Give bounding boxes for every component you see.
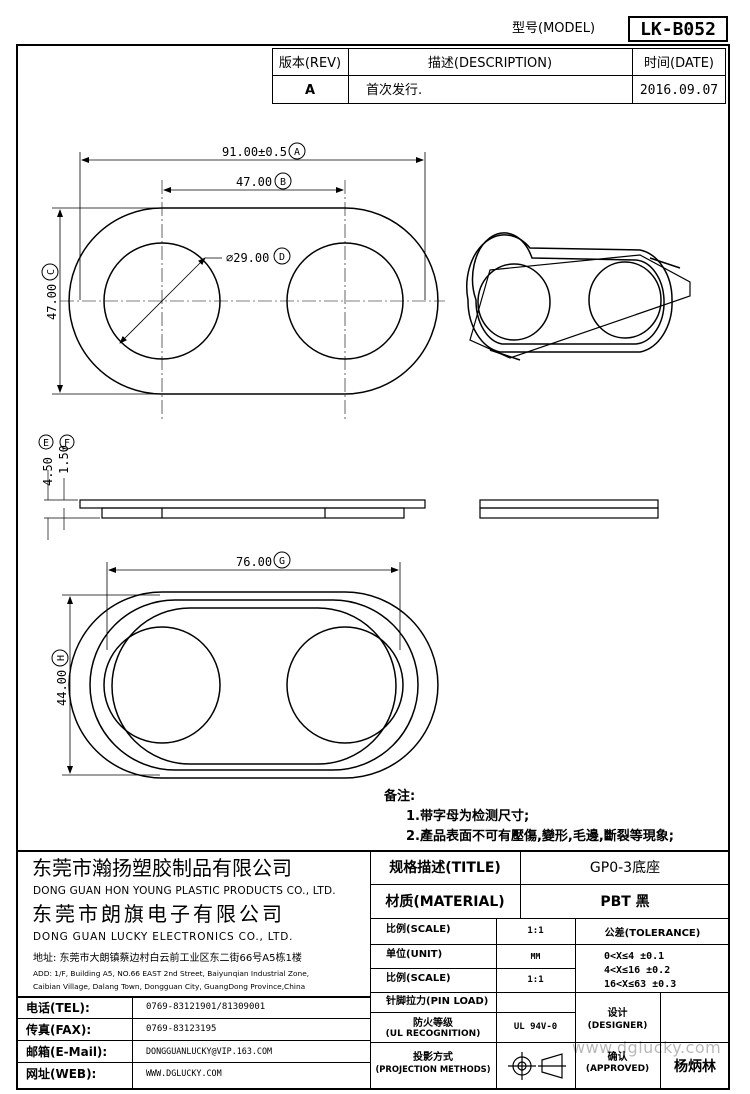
contact-hline-2 [16, 1040, 370, 1041]
contact-hline-1 [16, 1018, 370, 1019]
fax-value: 0769-83123195 [146, 1024, 217, 1034]
company-address-en-2: Caibian Village, Dalang Town, Dongguan C… [33, 982, 306, 991]
mail-label: 邮箱(E-Mail): [26, 1045, 108, 1059]
title-value: GP0-3底座 [589, 860, 661, 876]
designer-label-cn: 设计 [607, 1007, 628, 1019]
rev-value: A [304, 82, 316, 98]
rev-label: 版本(REV) [278, 56, 342, 71]
tel-label: 电话(TEL): [26, 1001, 90, 1015]
tolerance-1: 0<X≤4 ±0.1 [604, 951, 665, 962]
web-value[interactable]: WWW.DGLUCKY.COM [146, 1068, 222, 1078]
dim-b-tag: B [280, 177, 286, 188]
drawing-frame [16, 44, 730, 1090]
dim-c-text: 47.00 [45, 284, 59, 320]
dim-h-text: 44.00 [55, 670, 69, 706]
date-value: 2016.09.07 [639, 82, 719, 98]
company-name-2-cn: 东莞市朗旗电子有限公司 [32, 902, 285, 926]
spec-vline-title [520, 850, 521, 918]
approved-label-cn: 确认 [607, 1051, 628, 1063]
projection-label-en: (PROJECTION METHODS) [375, 1064, 491, 1074]
approved-label-en: (APPROVED) [585, 1064, 650, 1074]
title-block-divider [370, 850, 371, 1090]
scale2-label: 比例(SCALE) [386, 973, 451, 984]
top-view-outline [68, 207, 439, 395]
title-block [16, 850, 730, 1090]
desc-label: 描述(DESCRIPTION) [427, 56, 553, 71]
notes-title: 备注: [384, 789, 416, 804]
tolerance-3: 16<X≤63 ±0.3 [604, 979, 677, 990]
side-view-right [479, 499, 659, 519]
dim-f-text: 1.50 [57, 445, 71, 474]
fax-label: 传真(FAX): [26, 1023, 92, 1037]
company-address-en-1: ADD: 1/F, Building A5, NO.66 EAST 2nd St… [33, 969, 310, 978]
desc-value: 首次发行. [366, 83, 423, 98]
tolerance-2: 4<X≤16 ±0.2 [604, 965, 671, 976]
fire-label-en: (UL RECOGNITION) [385, 1029, 481, 1039]
approved-value: 杨炳林 [674, 1059, 716, 1075]
unit-label: 单位(UNIT) [386, 949, 443, 960]
title-label: 规格描述(TITLE) [389, 860, 501, 876]
company-name-2-en: DONG GUAN LUCKY ELECTRONICS CO., LTD. [33, 931, 294, 943]
unit-value: MM [530, 951, 541, 961]
bottom-view [68, 591, 439, 779]
fire-label-cn: 防火等级 [413, 1017, 453, 1029]
pin-load-label: 针脚拉力(PIN LOAD) [386, 996, 489, 1007]
third-angle-projection-icon [508, 1052, 566, 1080]
scale-value: 1:1 [527, 926, 544, 936]
rev-table-vline-1 [348, 48, 349, 104]
spec-hline-1 [370, 884, 730, 885]
model-value: LK-B052 [628, 16, 728, 42]
dim-d-tag: D [279, 252, 285, 263]
designer-label-en: (DESIGNER) [587, 1021, 648, 1031]
watermark-text: www.dglucky.com [572, 1038, 722, 1057]
dim-b-text: 47.00 [236, 175, 272, 189]
company-name-1-en: DONG GUAN HON YOUNG PLASTIC PRODUCTS CO.… [33, 885, 336, 897]
company-name-1-cn: 东莞市瀚扬塑胶制品有限公司 [32, 856, 292, 880]
web-label: 网址(WEB): [26, 1067, 97, 1081]
company-address-cn: 地址: 东莞市大朗镇蔡边村白云前工业区东二街66号A5栋1楼 [33, 953, 302, 964]
date-label: 时间(DATE) [644, 56, 714, 71]
rev-table-hline [272, 75, 726, 76]
dim-a-tag: A [294, 147, 300, 158]
spec-vline-sign [660, 992, 661, 1090]
dim-f-tag: F [64, 438, 70, 449]
notes-line-1: 1.带字母为检测尺寸; [406, 809, 530, 824]
tel-value: 0769-83121901/81309001 [146, 1002, 266, 1012]
material-value: PBT 黑 [600, 894, 650, 910]
dim-d-text: ⌀29.00 [226, 251, 269, 265]
dim-g-text: 76.00 [236, 555, 272, 569]
tolerance-label: 公差(TOLERANCE) [604, 927, 701, 939]
contact-vline [132, 996, 133, 1090]
dim-c-tag: C [46, 269, 57, 275]
spec-hline-3 [370, 944, 730, 945]
scale-label: 比例(SCALE) [386, 924, 451, 935]
model-label: 型号(MODEL) [512, 21, 596, 36]
side-view [79, 499, 426, 519]
dim-e-tag: E [43, 438, 49, 449]
material-label: 材质(MATERIAL) [385, 894, 505, 910]
spec-hline-4 [370, 968, 575, 969]
projection-label-cn: 投影方式 [413, 1051, 453, 1063]
spec-hline-6 [370, 1012, 575, 1013]
scale2-value: 1:1 [527, 975, 544, 985]
notes-line-2: 2.產品表面不可有壓傷,變形,毛邊,斷裂等現象; [406, 829, 674, 844]
dim-e-text: 4.50 [41, 457, 55, 486]
spec-hline-5 [370, 992, 730, 993]
spec-vline-value [496, 918, 497, 1090]
dim-a-text: 91.00±0.5 [222, 145, 287, 159]
revision-table [272, 48, 726, 104]
fire-value: UL 94V-0 [513, 1022, 558, 1032]
contact-hline-0 [16, 996, 370, 998]
mail-value[interactable]: DONGGUANLUCKY@VIP.163.COM [146, 1046, 273, 1056]
technical-drawing: 91.00±0.5 47.00 ⌀29.00 76.00 47.00 44.00… [38, 142, 691, 779]
spec-hline-7 [370, 1042, 730, 1043]
dim-g-tag: G [279, 556, 285, 567]
iso-view [466, 232, 691, 361]
spec-vline-tol [575, 918, 576, 1090]
spec-hline-2 [370, 918, 730, 919]
contact-hline-3 [16, 1062, 370, 1063]
dim-h-tag: H [56, 655, 67, 661]
rev-table-vline-2 [632, 48, 633, 104]
